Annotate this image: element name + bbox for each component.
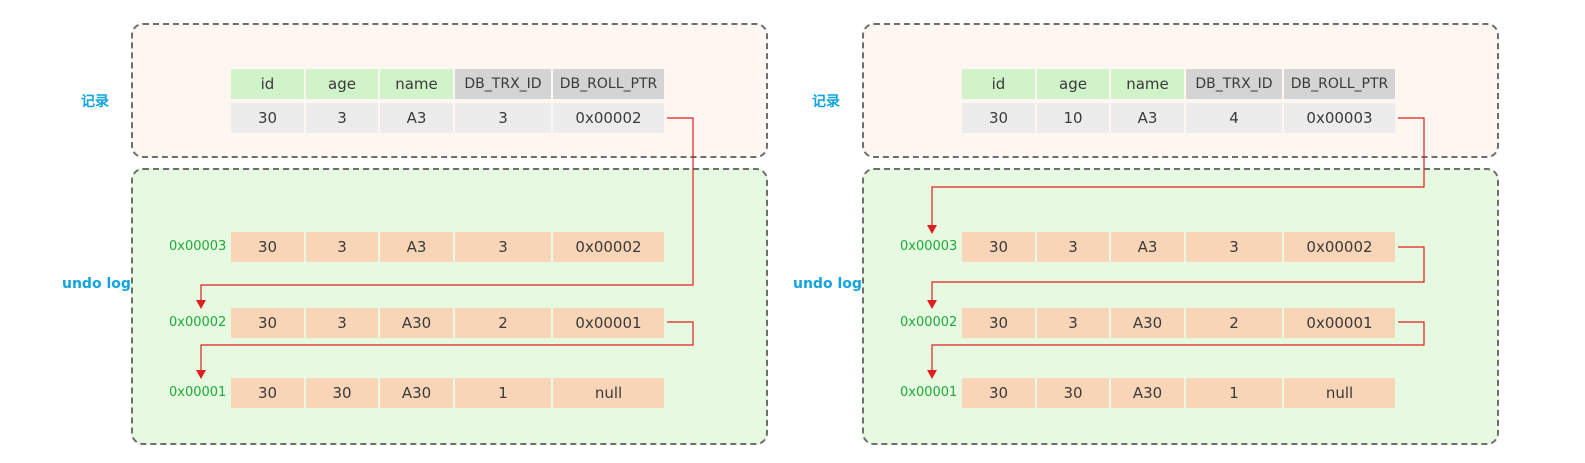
header-id: id <box>962 69 1035 99</box>
record-cell-age: 3 <box>306 103 378 133</box>
header-db-trx-id: DB_TRX_ID <box>455 69 551 99</box>
record-cell-name: A3 <box>380 103 453 133</box>
undo-cell-trx-id: 3 <box>455 232 551 262</box>
undo-cell-id: 30 <box>962 232 1035 262</box>
record-cell-name: A3 <box>1111 103 1184 133</box>
header-db-trx-id: DB_TRX_ID <box>1186 69 1282 99</box>
undo-cell-id: 30 <box>231 378 304 408</box>
record-cell-trx-id: 4 <box>1186 103 1282 133</box>
undo-cell-trx-id: 1 <box>1186 378 1282 408</box>
undo-cell-roll-ptr: 0x00001 <box>553 308 664 338</box>
undo-cell-trx-id: 3 <box>1186 232 1282 262</box>
undo-cell-roll-ptr: null <box>1284 378 1395 408</box>
undo-cell-name: A30 <box>1111 378 1184 408</box>
record-cell-age: 10 <box>1037 103 1109 133</box>
undo-cell-age: 3 <box>306 308 378 338</box>
record-cell-id: 30 <box>231 103 304 133</box>
undo-cell-roll-ptr: null <box>553 378 664 408</box>
undo-cell-age: 3 <box>1037 308 1109 338</box>
undo-cell-age: 30 <box>1037 378 1109 408</box>
undo-address: 0x00002 <box>900 315 958 330</box>
header-id: id <box>231 69 304 99</box>
undo-log-label: undo log <box>62 276 131 292</box>
header-db-roll-ptr: DB_ROLL_PTR <box>553 69 664 99</box>
header-name: name <box>1111 69 1184 99</box>
record-cell-roll-ptr: 0x00003 <box>1284 103 1395 133</box>
undo-cell-roll-ptr: 0x00001 <box>1284 308 1395 338</box>
undo-cell-age: 30 <box>306 378 378 408</box>
undo-cell-name: A3 <box>380 232 453 262</box>
undo-cell-id: 30 <box>962 308 1035 338</box>
undo-cell-name: A3 <box>1111 232 1184 262</box>
undo-cell-age: 3 <box>306 232 378 262</box>
undo-address: 0x00003 <box>900 239 958 254</box>
undo-address: 0x00001 <box>900 385 958 400</box>
header-age: age <box>1037 69 1109 99</box>
undo-cell-name: A30 <box>380 308 453 338</box>
undo-cell-name: A30 <box>380 378 453 408</box>
record-label: 记录 <box>812 94 840 110</box>
record-cell-roll-ptr: 0x00002 <box>553 103 664 133</box>
undo-cell-id: 30 <box>962 378 1035 408</box>
undo-address: 0x00002 <box>169 315 227 330</box>
panel-left: 记录 undo log id age name DB_TRX_ID DB_ROL… <box>0 0 768 463</box>
undo-cell-id: 30 <box>231 308 304 338</box>
undo-cell-roll-ptr: 0x00002 <box>1284 232 1395 262</box>
undo-address: 0x00003 <box>169 239 227 254</box>
header-age: age <box>306 69 378 99</box>
panel-right: 记录 undo log id age name DB_TRX_ID DB_ROL… <box>731 0 1499 463</box>
undo-cell-age: 3 <box>1037 232 1109 262</box>
undo-cell-trx-id: 2 <box>1186 308 1282 338</box>
record-label: 记录 <box>81 94 109 110</box>
record-cell-id: 30 <box>962 103 1035 133</box>
undo-address: 0x00001 <box>169 385 227 400</box>
undo-log-label: undo log <box>793 276 862 292</box>
undo-cell-trx-id: 1 <box>455 378 551 408</box>
undo-cell-id: 30 <box>231 232 304 262</box>
undo-cell-name: A30 <box>1111 308 1184 338</box>
header-db-roll-ptr: DB_ROLL_PTR <box>1284 69 1395 99</box>
header-name: name <box>380 69 453 99</box>
record-cell-trx-id: 3 <box>455 103 551 133</box>
undo-cell-trx-id: 2 <box>455 308 551 338</box>
undo-cell-roll-ptr: 0x00002 <box>553 232 664 262</box>
